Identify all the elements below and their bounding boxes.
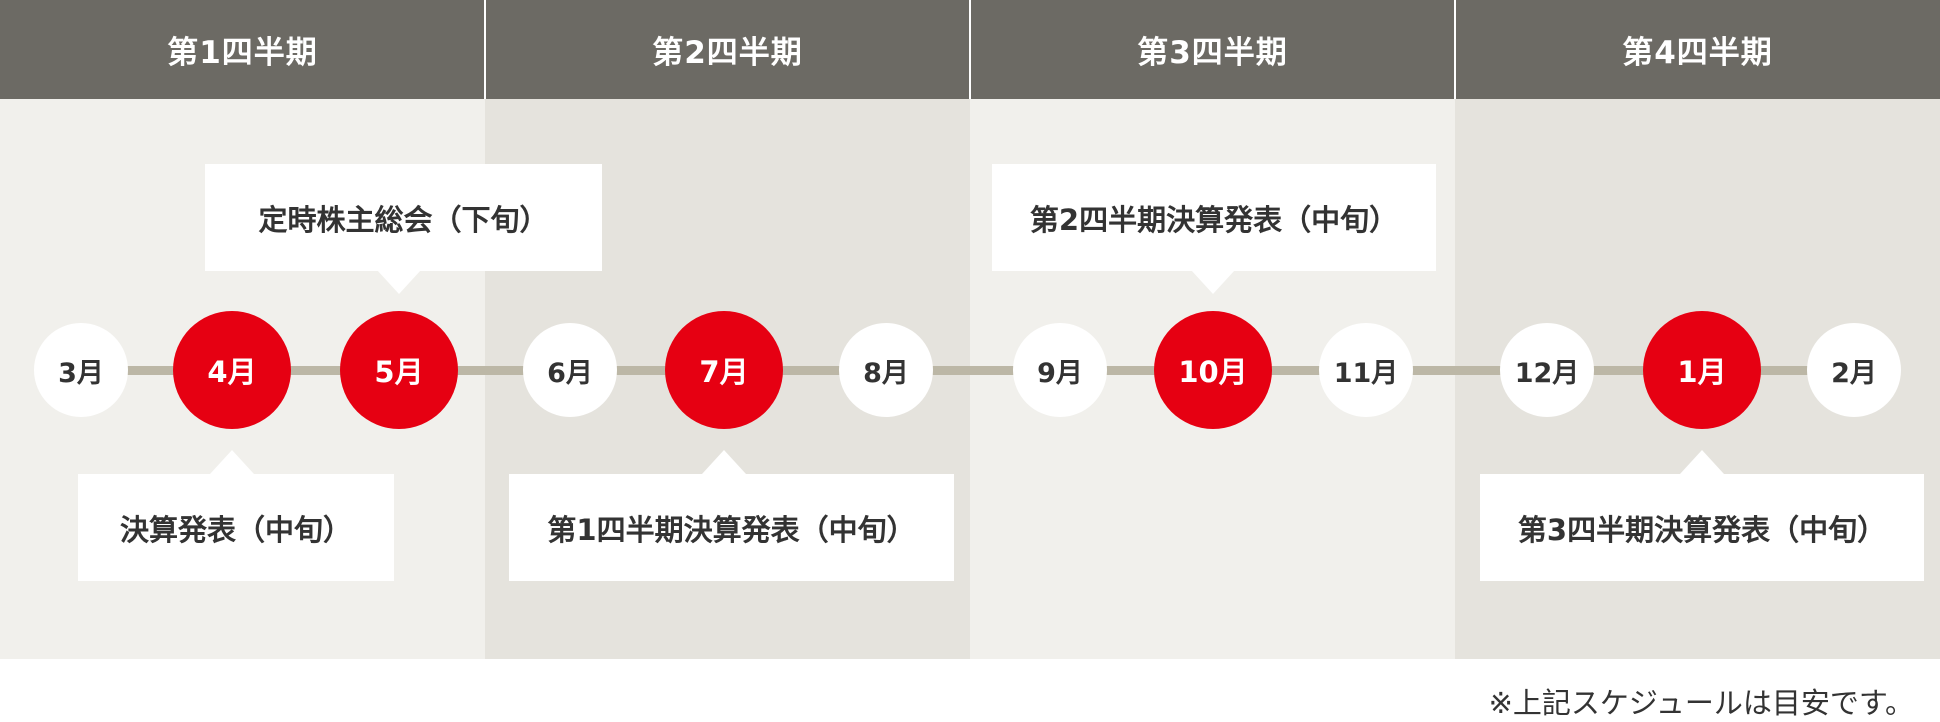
timeline-line <box>60 366 1860 375</box>
callout-pointer <box>1680 450 1724 474</box>
month-12-circle: 12月 <box>1500 323 1594 417</box>
event-q3-results-callout: 第3四半期決算発表（中旬） <box>1480 474 1924 581</box>
quarter-divider <box>484 0 486 99</box>
callout-pointer <box>210 450 254 474</box>
month-7-circle: 7月 <box>665 311 783 429</box>
month-5-circle: 5月 <box>340 311 458 429</box>
month-10-circle: 10月 <box>1154 311 1272 429</box>
quarter-4-header: 第4四半期 <box>1455 0 1940 99</box>
callout-pointer <box>377 270 421 294</box>
month-4-circle: 4月 <box>173 311 291 429</box>
quarter-divider <box>1454 0 1456 99</box>
schedule-note: ※上記スケジュールは目安です。 <box>1488 686 1914 720</box>
quarter-2-header: 第2四半期 <box>485 0 970 99</box>
quarter-divider <box>969 0 971 99</box>
month-9-circle: 9月 <box>1013 323 1107 417</box>
callout-pointer <box>702 450 746 474</box>
event-agm-callout: 定時株主総会（下旬） <box>205 164 602 271</box>
month-8-circle: 8月 <box>839 323 933 417</box>
month-6-circle: 6月 <box>523 323 617 417</box>
month-1-circle: 1月 <box>1643 311 1761 429</box>
month-3-circle: 3月 <box>34 323 128 417</box>
quarter-3-header: 第3四半期 <box>970 0 1455 99</box>
event-q1-results-callout: 第1四半期決算発表（中旬） <box>509 474 954 581</box>
callout-pointer <box>1191 270 1235 294</box>
event-q2-results-callout: 第2四半期決算発表（中旬） <box>992 164 1436 271</box>
quarter-1-header: 第1四半期 <box>0 0 485 99</box>
event-annual-results-callout: 決算発表（中旬） <box>78 474 394 581</box>
month-2-circle: 2月 <box>1807 323 1901 417</box>
month-11-circle: 11月 <box>1319 323 1413 417</box>
